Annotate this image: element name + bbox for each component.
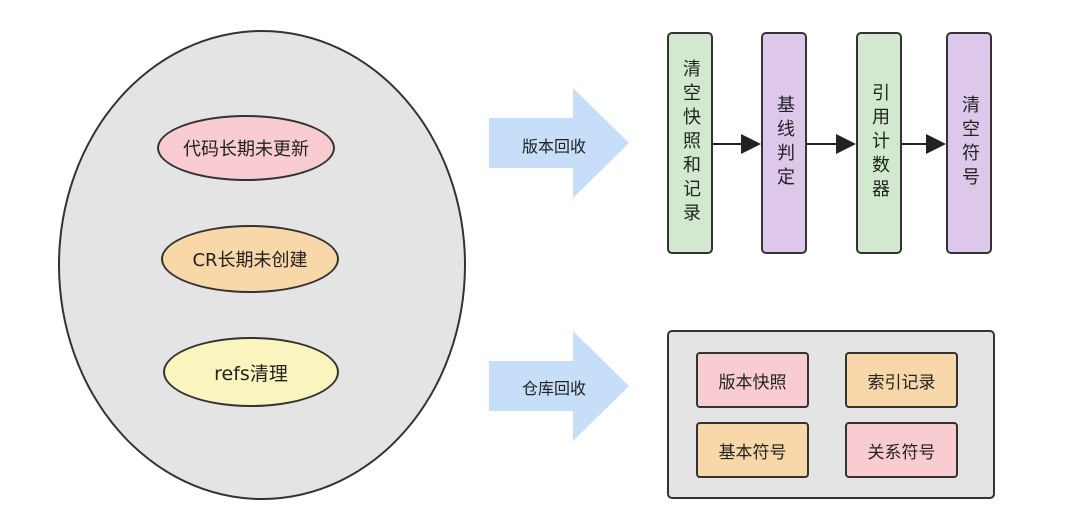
repo-recycle-arrow [489, 331, 629, 441]
step-reference-counter: 引用计数器 [856, 32, 902, 254]
topic-cr-stale: CR长期未创建 [161, 225, 339, 293]
topic-code-stale: 代码长期未更新 [157, 115, 335, 181]
step-label: 基线判定 [774, 95, 795, 191]
repo-recycle-label: 仓库回收 [522, 379, 587, 398]
step-clear-snapshot-records: 清空快照和记录 [667, 32, 713, 254]
version-recycle-label: 版本回收 [522, 137, 587, 156]
step-label: 清空符号 [959, 95, 980, 191]
item-relation-symbols: 关系符号 [845, 422, 958, 478]
version-recycle-arrow [489, 88, 629, 198]
item-basic-symbols: 基本符号 [696, 422, 809, 478]
step-baseline-judgement: 基线判定 [761, 32, 807, 254]
item-index-records: 索引记录 [845, 352, 958, 408]
item-version-snapshot: 版本快照 [696, 352, 809, 408]
step-label: 清空快照和记录 [680, 59, 701, 227]
step-clear-symbols: 清空符号 [946, 32, 992, 254]
topic-refs-cleanup: refs清理 [163, 337, 339, 407]
step-label: 引用计数器 [869, 83, 890, 203]
